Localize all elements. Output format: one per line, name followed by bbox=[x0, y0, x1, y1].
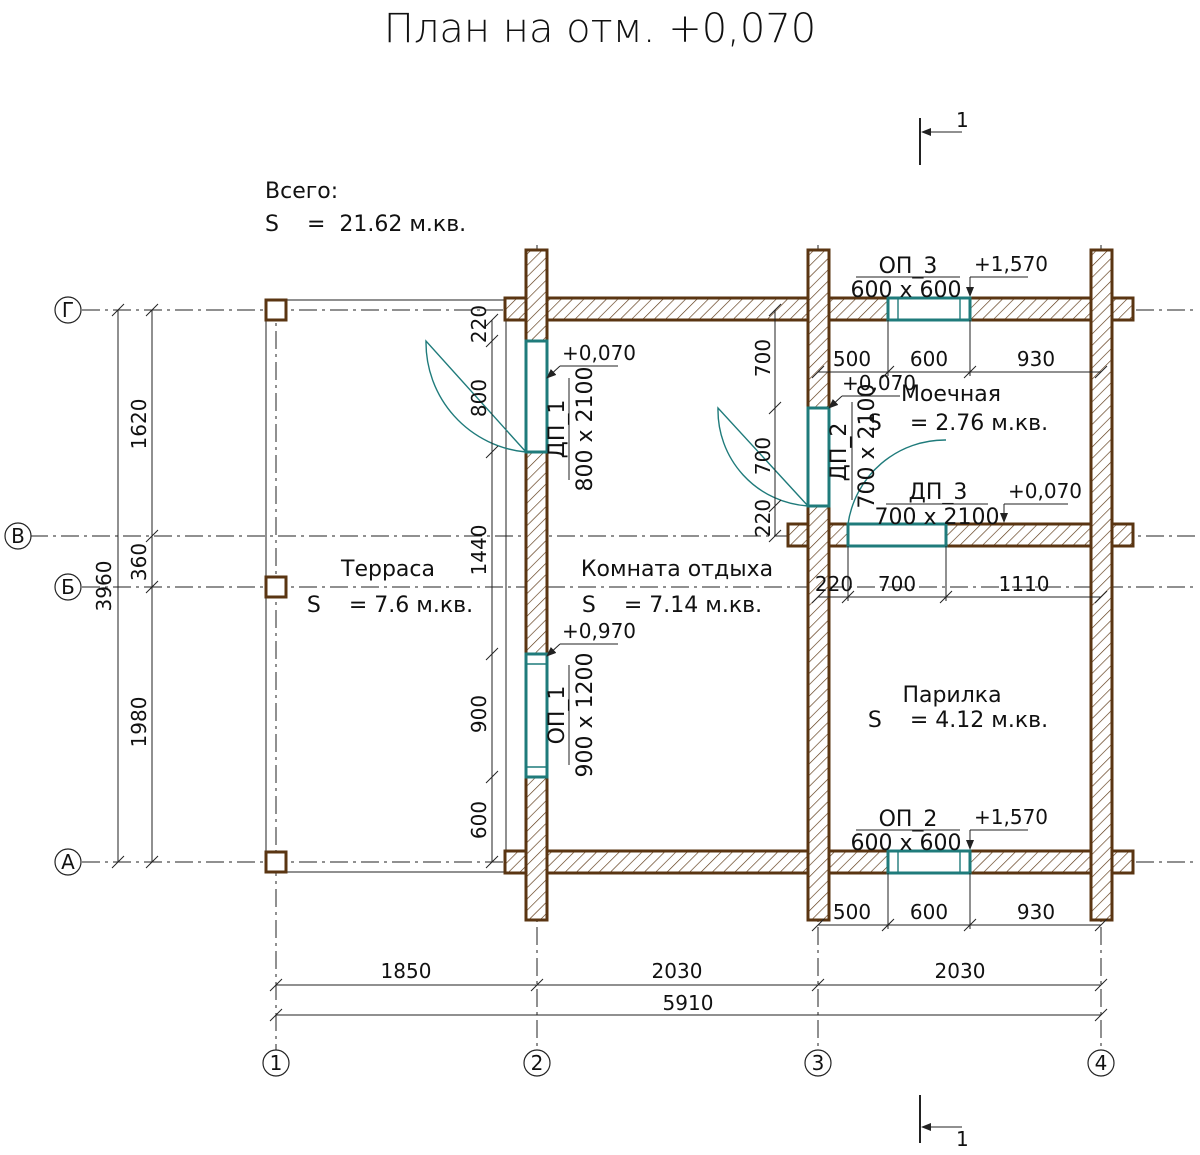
svg-text:Г: Г bbox=[62, 298, 74, 322]
axis-marker-2: 2 bbox=[523, 1049, 551, 1077]
plan-title: План на отм. +0,070 bbox=[384, 6, 816, 52]
svg-text:700: 700 bbox=[751, 437, 775, 475]
label-op3: ОП_3 600 х 600 +1,570 bbox=[851, 252, 1049, 303]
window-op3 bbox=[886, 296, 972, 322]
svg-text:ДП_2: ДП_2 bbox=[827, 423, 852, 482]
room-rest-name: Комната отдыха bbox=[581, 557, 773, 582]
label-op1: ОП_1 900 х 1200 +0,970 bbox=[545, 619, 636, 778]
terrace-post bbox=[264, 575, 288, 599]
svg-text:4: 4 bbox=[1095, 1051, 1108, 1075]
room-terrace-name: Терраса bbox=[340, 557, 435, 582]
svg-text:800 х 2100: 800 х 2100 bbox=[573, 367, 598, 492]
svg-text:500: 500 bbox=[833, 900, 871, 924]
svg-text:+1,570: +1,570 bbox=[974, 252, 1048, 276]
svg-text:2: 2 bbox=[531, 1051, 544, 1075]
dimension-bottom-right: 500 600 930 bbox=[811, 873, 1108, 932]
svg-text:220: 220 bbox=[815, 572, 853, 596]
room-steam-name: Парилка bbox=[902, 683, 1001, 708]
label-op2: ОП_2 600 х 600 +1,570 bbox=[851, 805, 1049, 856]
svg-text:930: 930 bbox=[1017, 900, 1055, 924]
svg-text:3: 3 bbox=[812, 1051, 825, 1075]
svg-text:2030: 2030 bbox=[652, 959, 703, 983]
svg-text:800: 800 bbox=[467, 379, 491, 417]
window-op1 bbox=[524, 652, 549, 779]
axis-marker-3: 3 bbox=[804, 1049, 832, 1077]
svg-text:5910: 5910 bbox=[663, 991, 714, 1015]
door-dp2 bbox=[717, 406, 831, 508]
svg-text:+0,970: +0,970 bbox=[562, 619, 636, 643]
section-mark-label: 1 bbox=[956, 108, 969, 132]
dimension-top-right: 500 600 930 bbox=[811, 320, 1108, 379]
section-mark-bottom: 1 bbox=[919, 1095, 969, 1151]
axis-marker-b: Б bbox=[54, 573, 82, 601]
terrace-post bbox=[264, 850, 288, 874]
window-op2 bbox=[886, 849, 972, 875]
svg-text:220: 220 bbox=[751, 499, 775, 537]
svg-text:1980: 1980 bbox=[127, 697, 151, 748]
label-dp2: ДП_2 700 х 2100 +0,070 bbox=[827, 371, 916, 509]
svg-text:600: 600 bbox=[910, 900, 948, 924]
svg-text:220: 220 bbox=[467, 305, 491, 343]
door-dp1 bbox=[425, 339, 549, 454]
svg-text:600 х 600: 600 х 600 bbox=[851, 831, 962, 856]
axis-marker-1: 1 bbox=[262, 1049, 290, 1077]
svg-text:Б: Б bbox=[61, 575, 75, 599]
svg-text:600: 600 bbox=[467, 801, 491, 839]
svg-text:600 х 600: 600 х 600 bbox=[851, 278, 962, 303]
label-dp1: ДП_1 800 х 2100 +0,070 bbox=[545, 341, 636, 492]
svg-text:700: 700 bbox=[878, 572, 916, 596]
svg-text:700 х 2100: 700 х 2100 bbox=[875, 505, 1000, 530]
total-label: Всего: bbox=[265, 179, 338, 204]
label-dp3: ДП_3 700 х 2100 +0,070 bbox=[875, 479, 1083, 530]
svg-text:ОП_3: ОП_3 bbox=[879, 254, 938, 279]
axis-marker-a: А bbox=[54, 848, 82, 876]
room-wash-name: Моечная bbox=[901, 382, 1001, 407]
svg-text:ОП_1: ОП_1 bbox=[545, 686, 570, 745]
room-wash-area: S = 2.76 м.кв. bbox=[868, 411, 1048, 436]
axis-marker-g: Г bbox=[54, 296, 82, 324]
dimension-wall3: 700 700 220 bbox=[751, 303, 782, 543]
svg-text:1110: 1110 bbox=[999, 572, 1050, 596]
door-dp3 bbox=[846, 439, 948, 548]
svg-text:+0,070: +0,070 bbox=[842, 371, 916, 395]
total-area: S = 21.62 м.кв. bbox=[265, 212, 466, 237]
section-mark-label: 1 bbox=[956, 1127, 969, 1151]
svg-text:600: 600 bbox=[910, 347, 948, 371]
axis-marker-v: В bbox=[4, 522, 32, 550]
svg-text:900: 900 bbox=[467, 695, 491, 733]
room-terrace-area: S = 7.6 м.кв. bbox=[307, 593, 473, 618]
axis-marker-4: 4 bbox=[1087, 1049, 1115, 1077]
dimension-wall2: 220 800 1440 900 600 bbox=[467, 305, 499, 869]
svg-text:ОП_2: ОП_2 bbox=[879, 807, 938, 832]
svg-text:900 х 1200: 900 х 1200 bbox=[573, 653, 598, 778]
svg-text:ДП_1: ДП_1 bbox=[545, 400, 570, 459]
svg-text:700: 700 bbox=[751, 339, 775, 377]
room-steam-area: S = 4.12 м.кв. bbox=[868, 708, 1048, 733]
terrace-post bbox=[264, 298, 288, 322]
svg-text:2030: 2030 bbox=[935, 959, 986, 983]
dimension-mid-right: 220 700 1110 bbox=[811, 546, 1108, 604]
dimension-bottom: 1850 2030 2030 5910 bbox=[269, 959, 1108, 1022]
dimension-left: 3960 1620 360 1980 bbox=[92, 303, 159, 869]
svg-text:1440: 1440 bbox=[467, 525, 491, 576]
svg-text:500: 500 bbox=[833, 347, 871, 371]
svg-text:1: 1 bbox=[270, 1051, 283, 1075]
svg-text:+0,070: +0,070 bbox=[562, 341, 636, 365]
svg-text:+1,570: +1,570 bbox=[974, 805, 1048, 829]
svg-text:360: 360 bbox=[127, 543, 151, 581]
svg-text:700 х 2100: 700 х 2100 bbox=[855, 384, 880, 509]
section-mark-top: 1 bbox=[919, 108, 969, 165]
svg-text:А: А bbox=[61, 850, 75, 874]
svg-text:1850: 1850 bbox=[381, 959, 432, 983]
svg-text:1620: 1620 bbox=[127, 399, 151, 450]
svg-text:930: 930 bbox=[1017, 347, 1055, 371]
svg-text:3960: 3960 bbox=[92, 561, 116, 612]
svg-text:В: В bbox=[11, 524, 25, 548]
svg-text:+0,070: +0,070 bbox=[1008, 479, 1082, 503]
svg-text:ДП_3: ДП_3 bbox=[909, 480, 968, 505]
room-rest-area: S = 7.14 м.кв. bbox=[582, 593, 762, 618]
